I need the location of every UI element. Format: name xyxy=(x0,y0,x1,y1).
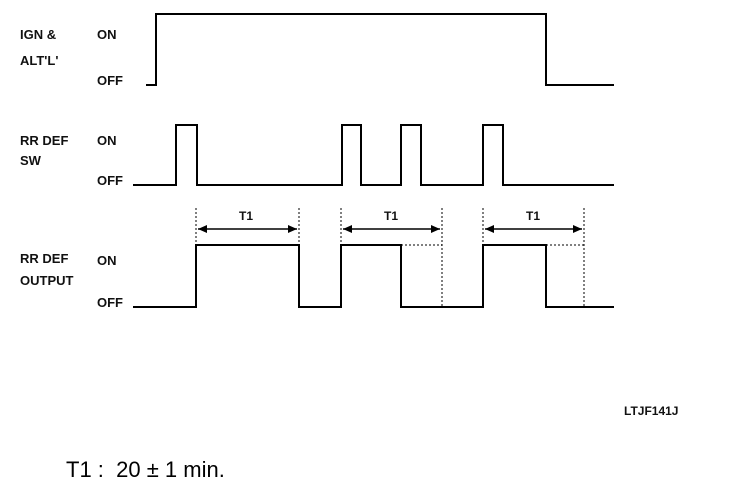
figure-code: LTJF141J xyxy=(624,404,679,418)
t1-label: T1 xyxy=(526,209,540,223)
t1-arrow-2 xyxy=(343,225,440,233)
t1-label: T1 xyxy=(384,209,398,223)
output-waveform xyxy=(133,244,614,308)
caption: T1 : 20 ± 1 min. xyxy=(66,457,225,482)
t1-label: T1 xyxy=(239,209,253,223)
sw-name-line1: RR DEF xyxy=(20,133,69,148)
output-name-line1: RR DEF xyxy=(20,251,69,266)
ign-off-label: OFF xyxy=(97,73,123,88)
ign-on-label: ON xyxy=(97,27,117,42)
ign-waveform xyxy=(146,13,614,86)
ign-name-line2: ALT'L' xyxy=(20,53,59,68)
output-off-label: OFF xyxy=(97,295,123,310)
ign-name-line1: IGN & xyxy=(20,27,57,42)
output-name-line2: OUTPUT xyxy=(20,273,74,288)
sw-waveform xyxy=(133,124,614,186)
sw-name-line2: SW xyxy=(20,153,41,168)
output-on-label: ON xyxy=(97,253,117,268)
t1-arrow-1 xyxy=(198,225,297,233)
sw-on-label: ON xyxy=(97,133,117,148)
sw-off-label: OFF xyxy=(97,173,123,188)
t1-arrow-3 xyxy=(485,225,582,233)
